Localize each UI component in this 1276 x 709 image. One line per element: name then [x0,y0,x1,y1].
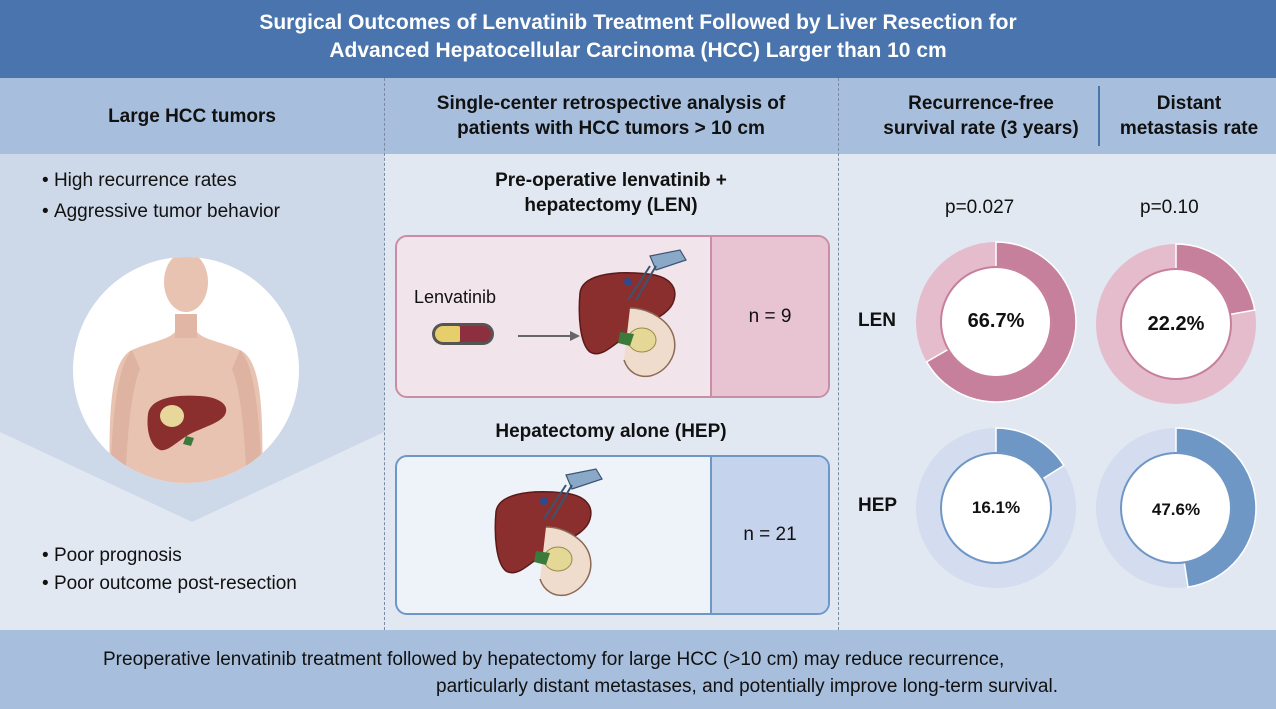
header-divider [1098,86,1100,146]
donut-len-dm [1096,243,1256,404]
len-n-text: n = 9 [748,305,792,327]
title-banner: Surgical Outcomes of Lenvatinib Treatmen… [0,0,1276,78]
bullet-high-recurrence: • High recurrence rates [42,170,237,191]
conclusion-line-2: particularly distant metastases, and pot… [436,676,1058,697]
conclusion-line-1: Preoperative lenvatinib treatment follow… [103,649,1005,670]
left-panel-graphic [0,154,384,522]
divider-right [838,78,839,630]
header-metastasis-line-1: Distant [1156,93,1222,114]
row-label-len: LEN [858,310,896,331]
donut-hep-rfs [916,427,1076,588]
row-label-hep: HEP [858,495,898,516]
hep-n-text: n = 21 [743,524,797,545]
hep-n-cell: n = 21 [710,457,828,613]
title-line-2: Advanced Hepatocellular Carcinoma (HCC) … [329,39,947,62]
len-arm-box: n = 9 [395,235,830,398]
hep-arm-title: Hepatectomy alone (HEP) [495,421,727,442]
len-arm-title-line-1: Pre-operative lenvatinib + [495,170,727,191]
lenvatinib-label: Lenvatinib [414,287,497,307]
bullet-aggressive-behavior: • Aggressive tumor behavior [42,201,280,222]
hep-dm-value: 47.6% [1151,500,1201,519]
conclusion-footer: Preoperative lenvatinib treatment follow… [0,630,1276,709]
len-arm-title: Pre-operative lenvatinib + hepatectomy (… [384,168,838,218]
hep-arm-box: n = 21 [395,455,830,615]
header-analysis: Single-center retrospective analysis of … [384,78,838,154]
header-metastasis: Distant metastasis rate [1102,78,1276,154]
len-arm-title-line-2: hepatectomy (LEN) [524,195,698,216]
donut-center [940,266,1052,378]
liver-surgery-icon-hep [494,468,603,597]
header-rfs: Recurrence-free survival rate (3 years) [870,78,1092,154]
drug-arrow-graphic [432,323,580,345]
donut-center [940,452,1052,564]
arrow-right-icon [518,331,580,341]
header-rfs-line-2: survival rate (3 years) [883,118,1079,139]
donut-len-rfs [916,241,1077,403]
bullet-poor-prognosis: • Poor prognosis [42,545,182,566]
header-large-hcc: Large HCC tumors [0,78,384,154]
donut-hep-dm [1096,427,1257,588]
p-value-metastasis: p=0.10 [1140,197,1199,218]
pill-icon [432,323,494,345]
divider-left [384,78,385,630]
header-analysis-line-1: Single-center retrospective analysis of [436,93,786,114]
donut-center [1120,452,1232,564]
donut-charts [916,241,1257,588]
liver-surgery-icon-len [578,249,687,378]
len-rfs-value: 66.7% [967,310,1025,332]
hep-rfs-value: 16.1% [971,498,1021,517]
header-large-hcc-text: Large HCC tumors [108,105,276,127]
column-header-row: Large HCC tumors Single-center retrospec… [0,78,1276,154]
header-metastasis-line-2: metastasis rate [1119,118,1259,139]
donut-center [1120,268,1232,380]
title-line-1: Surgical Outcomes of Lenvatinib Treatmen… [259,11,1017,34]
bullet-poor-outcome-text: Poor outcome post-resection [53,573,297,594]
header-analysis-line-2: patients with HCC tumors > 10 cm [457,118,765,139]
bullet-high-recurrence-text: High recurrence rates [53,170,237,191]
len-dm-value: 22.2% [1147,313,1205,335]
bullet-aggressive-behavior-text: Aggressive tumor behavior [53,201,280,222]
bullet-poor-outcome: • Poor outcome post-resection [42,573,297,594]
len-n-cell: n = 9 [710,237,828,396]
bullet-poor-prognosis-text: Poor prognosis [53,545,182,566]
p-value-rfs: p=0.027 [945,197,1015,218]
person-body-icon [109,257,263,483]
header-rfs-line-1: Recurrence-free [908,93,1054,114]
